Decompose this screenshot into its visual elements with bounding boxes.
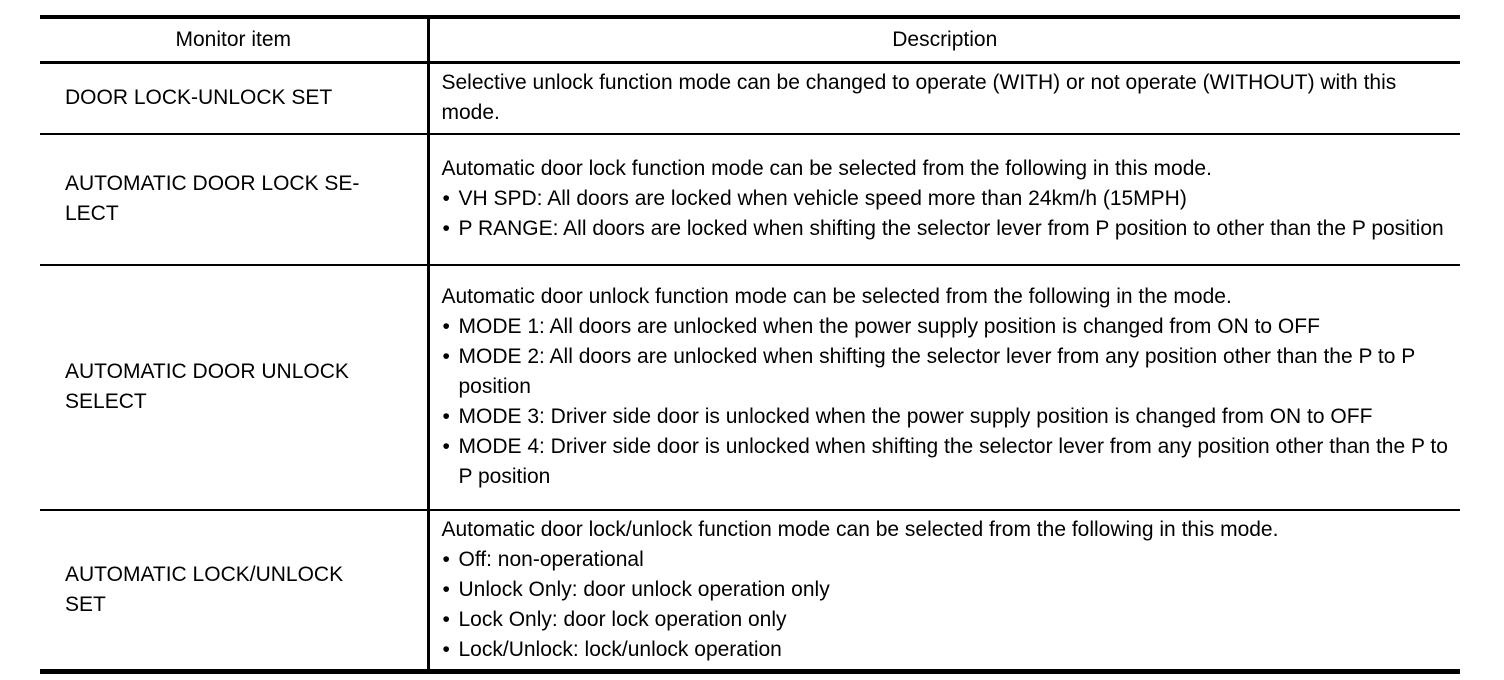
description-bullet: MODE 2: All doors are unlocked when shif… [442,342,1451,402]
description-bullet: VH SPD: All doors are locked when vehicl… [442,184,1451,214]
description-bullet: MODE 1: All doors are unlocked when the … [442,312,1451,342]
table-row: AUTOMATIC DOOR UNLOCK SELECT Automatic d… [40,264,1460,510]
description-bullet-list: MODE 1: All doors are unlocked when the … [442,312,1451,492]
description-cell: Automatic door lock function mode can be… [426,133,1460,265]
monitor-item-cell: AUTOMATIC DOOR UNLOCK SELECT [65,360,349,413]
description-bullet: Lock/Unlock: lock/unlock operation [442,635,1451,665]
monitor-item-cell: AUTOMATIC DOOR LOCK SE- LECT [65,172,360,225]
description-cell: Selective unlock function mode can be ch… [426,62,1460,134]
description-intro: Automatic door unlock function mode can … [441,285,1232,308]
description-bullet: Off: non-operational [442,545,1451,575]
column-header-description: Description [426,17,1460,63]
description-bullet: P RANGE: All doors are locked when shift… [442,214,1451,244]
table-row: AUTOMATIC LOCK/UNLOCK SET Automatic door… [40,509,1460,671]
monitor-item-cell: DOOR LOCK-UNLOCK SET [65,86,333,110]
table-row: DOOR LOCK-UNLOCK SET Selective unlock fu… [40,62,1460,134]
description-intro: Selective unlock function mode can be ch… [441,71,1397,125]
monitor-items-table: Monitor item Description DOOR LOCK-UNLOC… [40,15,1460,674]
description-bullet: Lock Only: door lock operation only [442,605,1451,635]
description-bullet: MODE 4: Driver side door is unlocked whe… [442,432,1451,492]
description-bullet-list: Off: non-operational Unlock Only: door u… [442,545,1451,665]
table-header-row: Monitor item Description [40,17,1460,63]
description-intro: Automatic door lock/unlock function mode… [441,517,1279,541]
description-bullet-list: VH SPD: All doors are locked when vehicl… [442,184,1451,244]
description-bullet: MODE 3: Driver side door is unlocked whe… [442,402,1451,432]
description-cell: Automatic door lock/unlock function mode… [426,509,1460,671]
monitor-item-cell: AUTOMATIC LOCK/UNLOCK SET [65,562,344,616]
description-bullet: Unlock Only: door unlock operation only [442,575,1451,605]
column-header-monitor-item: Monitor item [175,28,292,51]
description-cell: Automatic door unlock function mode can … [426,264,1460,510]
table-row: AUTOMATIC DOOR LOCK SE- LECT Automatic d… [40,133,1460,265]
description-intro: Automatic door lock function mode can be… [441,157,1212,180]
